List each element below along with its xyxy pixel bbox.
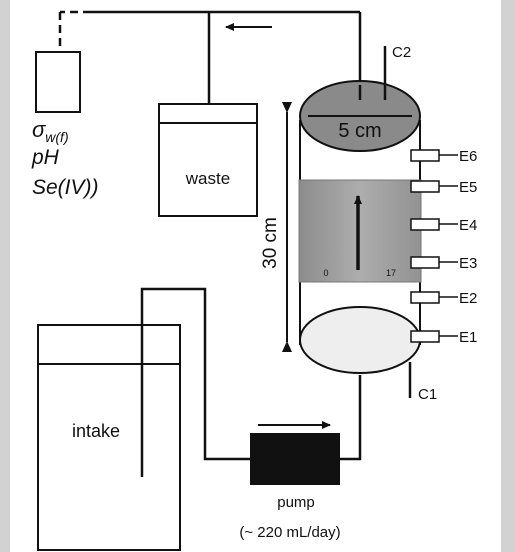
svg-text:E4: E4 [459,217,477,234]
svg-text:E5: E5 [459,179,477,196]
se-label: Se(IV)) [32,176,99,199]
svg-text:E6: E6 [459,148,477,165]
sample-measurements: σw(f) pH Se(IV)) [31,117,99,199]
scale-end-label: 17 [386,268,396,278]
svg-text:E2: E2 [459,290,477,307]
pump-label: pump [277,494,315,511]
sigma-label: σw(f) [32,117,69,145]
pump-rate-label: (~ 220 mL/day) [239,524,340,541]
intake-label: intake [72,421,120,441]
c1-label: C1 [418,386,437,403]
c2-label: C2 [392,44,411,61]
intake-container: intake [38,325,180,550]
pump: pump (~ 220 mL/day) [239,425,340,541]
svg-text:E1: E1 [459,329,477,346]
scale-start-label: 0 [323,268,328,278]
column-bottom-cap [300,307,420,373]
ph-label: pH [31,146,60,169]
column-photo [299,180,421,282]
diameter-label: 5 cm [338,120,381,142]
height-label: 30 cm [260,217,281,269]
height-dimension: 30 cm [260,112,287,342]
svg-text:E3: E3 [459,255,477,272]
waste-label: waste [185,169,230,188]
waste-container: waste [159,104,257,216]
sample-cup [36,52,80,112]
